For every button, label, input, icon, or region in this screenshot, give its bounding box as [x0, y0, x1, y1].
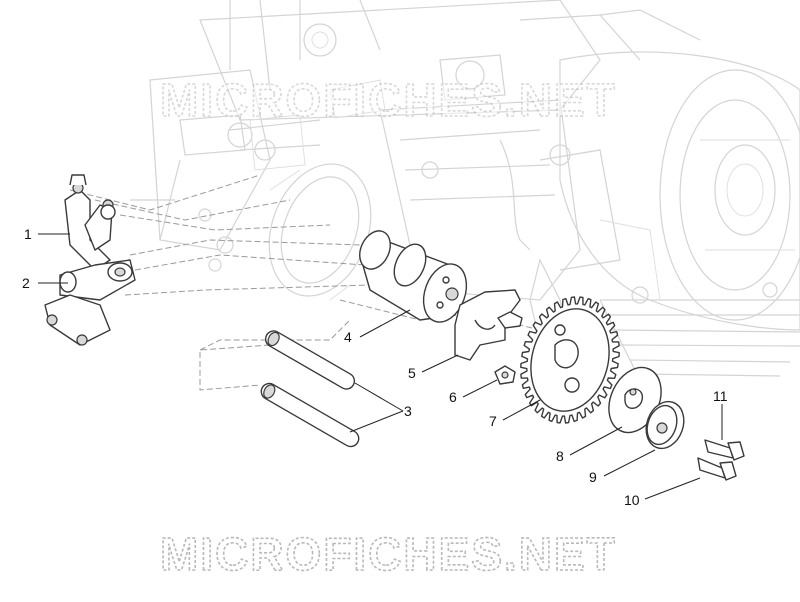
callout-7: 7: [489, 413, 497, 429]
bolt-upper: [704, 439, 745, 461]
callout-5: 5: [408, 365, 416, 381]
watermark-top: MICROFICHES.NET: [160, 74, 617, 126]
timing-sprocket: [520, 296, 620, 424]
callout-8: 8: [556, 448, 564, 464]
counterweight-disk: [645, 400, 685, 450]
callout-1: 1: [24, 226, 32, 242]
callout-3: 3: [404, 403, 412, 419]
callout-6: 6: [449, 389, 457, 405]
camshaft: [359, 230, 468, 323]
rocker-arm-upper: [64, 174, 116, 271]
callout-11: 11: [713, 388, 728, 404]
callout-10: 10: [624, 492, 640, 508]
callout-labels: 1 2 3 4 5 6 7 8 9 10 11: [22, 226, 728, 508]
watermark-bottom: MICROFICHES.NET: [160, 528, 617, 580]
callout-9: 9: [589, 469, 597, 485]
plate-screws: [494, 311, 523, 385]
rocker-arm-lower: [44, 259, 136, 346]
rocker-shaft-pins: [260, 330, 360, 448]
leader-lines: [38, 233, 723, 500]
callout-2: 2: [22, 275, 30, 291]
engine-housing-outline: [130, 0, 800, 386]
bolt-lower: [697, 457, 737, 481]
callout-4: 4: [344, 329, 352, 345]
